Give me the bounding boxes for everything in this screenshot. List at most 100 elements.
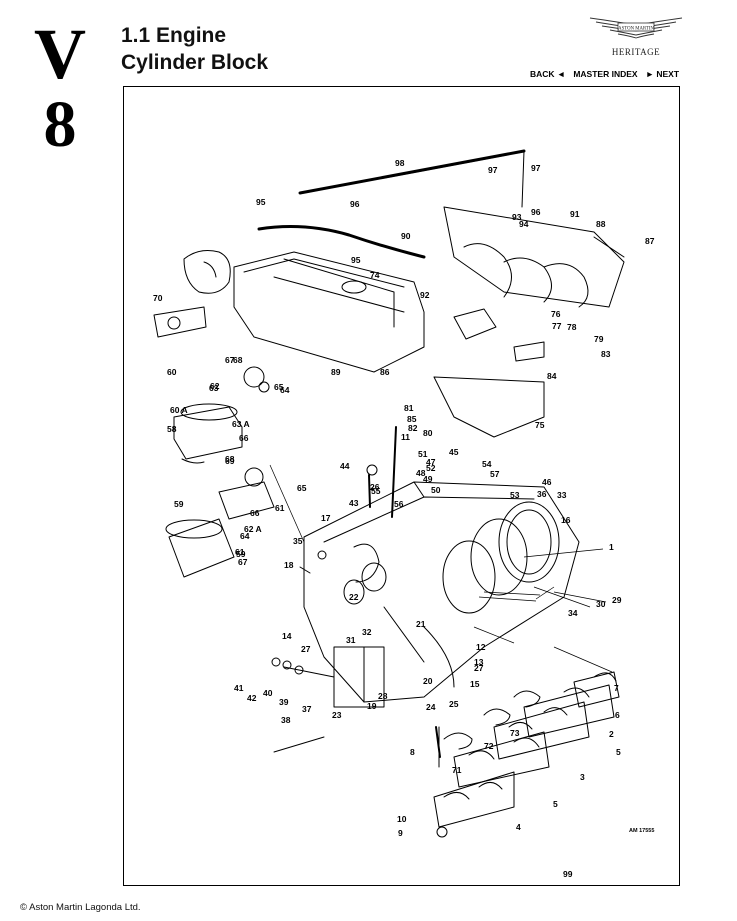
part-callout-62-a: 62 A — [244, 524, 262, 534]
part-callout-13: 13 — [474, 657, 484, 667]
part-callout-55: 55 — [371, 486, 381, 496]
part-callout-12: 12 — [476, 642, 486, 652]
part-callout-94: 94 — [519, 219, 529, 229]
part-callout-6: 6 — [615, 710, 620, 720]
part-callout-9: 9 — [398, 828, 403, 838]
part-callout-62: 62 — [210, 381, 220, 391]
part-callout-54: 54 — [482, 459, 492, 469]
part-callout-18: 18 — [284, 560, 294, 570]
part-callout-79: 79 — [594, 334, 604, 344]
master-index-link[interactable]: MASTER INDEX — [573, 69, 638, 79]
part-callout-71: 71 — [452, 765, 462, 775]
part-callout-41: 41 — [234, 683, 244, 693]
page-title: 1.1 Engine Cylinder Block — [121, 22, 268, 76]
part-callout-33: 33 — [557, 490, 567, 500]
part-callout-96: 96 — [531, 207, 541, 217]
part-callout-96: 96 — [350, 199, 360, 209]
part-callout-63: 63 — [209, 383, 219, 393]
part-callout-83: 83 — [601, 349, 611, 359]
diagram-reference: AM 17555 — [629, 828, 654, 834]
part-callout-49: 49 — [423, 474, 433, 484]
copyright-text: © Aston Martin Lagonda Ltd. — [20, 902, 141, 913]
part-callout-21: 21 — [416, 619, 426, 629]
part-callout-84: 84 — [547, 371, 557, 381]
part-callout-8: 8 — [410, 747, 415, 757]
part-callout-31: 31 — [346, 635, 356, 645]
logo-text: ASTON MARTIN — [618, 26, 654, 31]
part-callout-48: 48 — [416, 468, 426, 478]
part-callout-19: 19 — [367, 701, 377, 711]
part-callout-59: 59 — [174, 499, 184, 509]
part-callout-52: 52 — [426, 463, 436, 473]
part-callout-64: 64 — [240, 531, 250, 541]
part-callout-67: 67 — [238, 557, 248, 567]
part-callout-80: 80 — [423, 428, 433, 438]
part-callout-29: 29 — [612, 595, 622, 605]
part-callout-16: 16 — [561, 515, 571, 525]
badge-letter: V — [34, 14, 86, 94]
part-callout-69: 69 — [225, 456, 235, 466]
title-line-1: 1.1 Engine — [121, 24, 227, 47]
part-callout-73: 73 — [510, 728, 520, 738]
part-callout-51: 51 — [418, 449, 428, 459]
exploded-view-diagram: 1234556789101112131415161718192021222324… — [153, 149, 655, 879]
part-callout-11: 11 — [401, 432, 410, 442]
part-callout-50: 50 — [431, 485, 441, 495]
part-callout-95: 95 — [351, 255, 361, 265]
part-callout-40: 40 — [263, 688, 273, 698]
part-callout-90: 90 — [401, 231, 411, 241]
part-callout-45: 45 — [449, 447, 459, 457]
part-callout-99: 99 — [563, 869, 573, 879]
part-callout-5: 5 — [616, 747, 621, 757]
part-callout-4: 4 — [516, 822, 521, 832]
section-badge: V 8 — [14, 18, 106, 158]
badge-number: 8 — [43, 88, 77, 161]
part-callout-42: 42 — [247, 693, 257, 703]
navigation-bar: BACK ◄ MASTER INDEX ► NEXT — [530, 69, 679, 79]
part-callout-81: 81 — [404, 403, 414, 413]
part-callout-24: 24 — [426, 702, 436, 712]
part-callout-38: 38 — [281, 715, 291, 725]
part-callout-67: 67 — [225, 355, 235, 365]
part-callout-28: 28 — [378, 691, 388, 701]
part-callout-47: 47 — [426, 457, 436, 467]
title-line-2: Cylinder Block — [121, 51, 269, 74]
part-callout-23: 23 — [332, 710, 342, 720]
part-callout-5: 5 — [553, 799, 558, 809]
part-callout-27: 27 — [301, 644, 311, 654]
part-callout-53: 53 — [510, 490, 520, 500]
part-callout-66: 66 — [239, 433, 249, 443]
part-callout-34: 34 — [568, 608, 578, 618]
part-callout-82: 82 — [408, 423, 418, 433]
part-callout-43: 43 — [349, 498, 359, 508]
part-callout-32: 32 — [362, 627, 372, 637]
part-callout-91: 91 — [570, 209, 580, 219]
part-callout-95: 95 — [256, 197, 266, 207]
back-link[interactable]: BACK ◄ — [530, 69, 566, 79]
part-callout-25: 25 — [449, 699, 459, 709]
part-callout-68: 68 — [225, 454, 235, 464]
part-callout-61: 61 — [275, 503, 285, 513]
part-callout-76: 76 — [551, 309, 561, 319]
part-callout-64: 64 — [280, 385, 290, 395]
part-callout-65: 65 — [297, 483, 307, 493]
part-callout-20: 20 — [423, 676, 433, 686]
part-callout-7: 7 — [614, 683, 619, 693]
part-callout-63-a: 63 A — [232, 419, 250, 429]
part-callout-14: 14 — [282, 631, 292, 641]
part-callout-74: 74 — [370, 270, 380, 280]
part-callout-10: 10 — [397, 814, 407, 824]
part-callout-57: 57 — [490, 469, 500, 479]
part-callout-87: 87 — [645, 236, 655, 246]
part-callout-89: 89 — [331, 367, 341, 377]
part-callout-46: 46 — [542, 477, 552, 487]
part-callout-68: 68 — [233, 355, 243, 365]
part-callout-2: 2 — [609, 729, 614, 739]
part-callout-97: 97 — [488, 165, 498, 175]
next-link[interactable]: ► NEXT — [645, 69, 680, 79]
part-callout-58: 58 — [167, 424, 177, 434]
aston-martin-wings-logo: ASTON MARTIN — [589, 17, 683, 39]
part-callout-93: 93 — [512, 212, 522, 222]
part-callout-59: 59 — [236, 549, 246, 559]
